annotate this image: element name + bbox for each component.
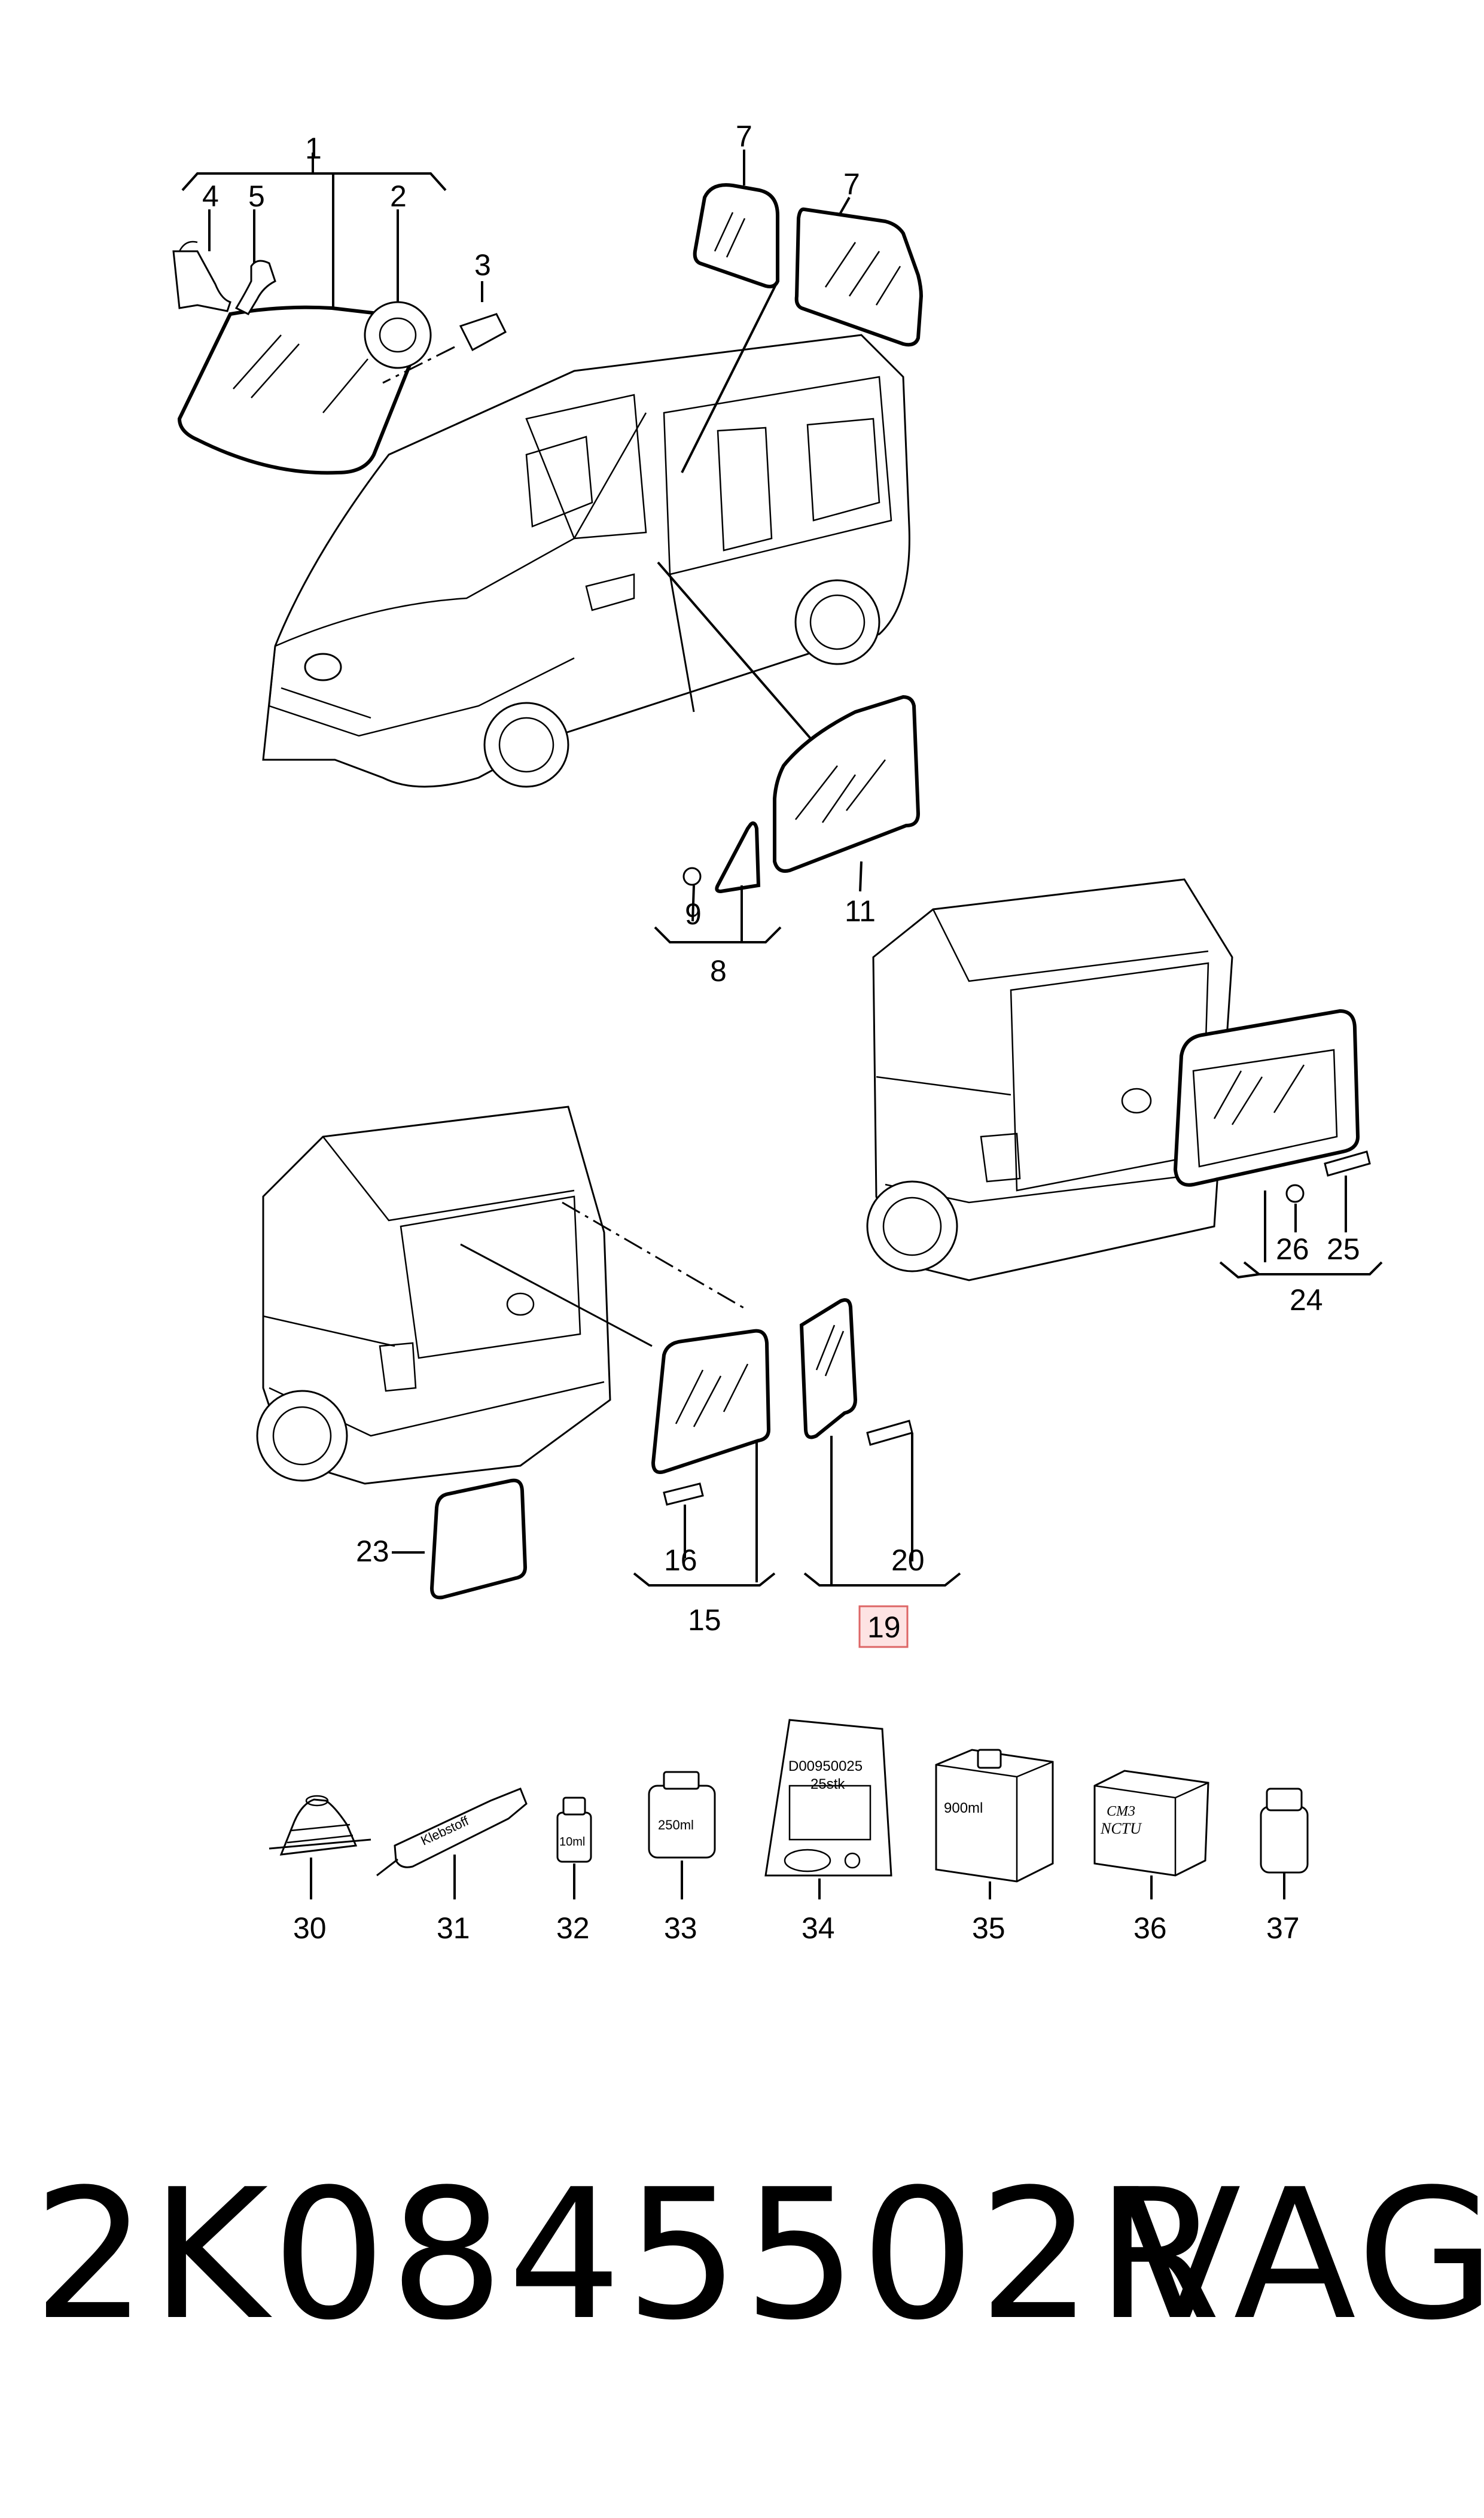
windscreen-glass xyxy=(177,305,424,475)
leader-7 xyxy=(681,281,779,473)
callout-36: 36 xyxy=(1133,1911,1167,1945)
side-window-23-glass xyxy=(429,1478,528,1600)
callout-15: 15 xyxy=(688,1603,721,1637)
bag-label-line2: 25stk xyxy=(810,1776,845,1792)
callout-19: 19 xyxy=(867,1610,901,1644)
clip-icon-26 xyxy=(1285,1184,1305,1203)
brand-label: VAG xyxy=(1119,2151,1484,2359)
bracket-19 xyxy=(803,1572,961,1587)
highlight-19 xyxy=(858,1605,909,1648)
spacer-16-icon xyxy=(663,1482,704,1506)
corner-glass xyxy=(715,821,761,894)
bracket-8 xyxy=(654,926,782,943)
callout-20: 20 xyxy=(891,1543,925,1577)
callout-35: 35 xyxy=(972,1911,1005,1945)
callout-7a: 7 xyxy=(736,120,752,153)
callout-32: 32 xyxy=(556,1911,590,1945)
rear-door-glass-left xyxy=(651,1329,771,1474)
box-small-label-line2: NCTU xyxy=(1100,1820,1142,1837)
rear-window-group xyxy=(1173,1009,1383,1279)
bracket-15 xyxy=(633,1572,776,1587)
can-label: 250ml xyxy=(658,1817,694,1832)
adhesive-tube-icon xyxy=(394,1788,528,1868)
callout-33: 33 xyxy=(664,1911,697,1945)
box-large-label: 900ml xyxy=(944,1800,983,1816)
rear-window-glass xyxy=(1173,1009,1360,1187)
van-rear-view-right xyxy=(866,878,1233,1281)
door-glass-group xyxy=(654,695,921,943)
callout-11: 11 xyxy=(845,894,876,928)
repair-kit-box-icon xyxy=(1093,1770,1209,1877)
rain-sensor-clip-icon xyxy=(234,260,276,315)
van-front-view xyxy=(262,334,910,788)
callout-1: 1 xyxy=(305,132,322,165)
callout-31: 31 xyxy=(437,1911,470,1945)
window-23-group xyxy=(392,1478,528,1600)
part-number: 2K0845502R xyxy=(33,2151,1225,2359)
callout-5: 5 xyxy=(248,179,265,213)
callout-8: 8 xyxy=(710,954,727,988)
bracket-24 xyxy=(1243,1261,1383,1275)
callout-9: 9 xyxy=(685,897,702,931)
small-bottle-label: 10ml xyxy=(559,1835,585,1849)
sensor-bracket-icon xyxy=(172,250,231,312)
humidity-sensor-icon xyxy=(459,313,507,352)
cleaner-box-icon xyxy=(935,1749,1054,1883)
callout-16: 16 xyxy=(664,1543,697,1577)
bag-label-line1: D00950025 xyxy=(788,1758,863,1774)
callout-3: 3 xyxy=(474,248,491,282)
callout-23: 23 xyxy=(356,1534,389,1568)
van-rear-view-left xyxy=(256,1106,748,1485)
callout-7b: 7 xyxy=(843,168,860,201)
clip-icon xyxy=(682,867,702,886)
windscreen-group xyxy=(172,153,507,475)
consumables-row xyxy=(269,1719,1309,1899)
callout-30: 30 xyxy=(293,1911,327,1945)
leader-11 xyxy=(657,561,815,743)
quarter-window-group xyxy=(693,150,924,347)
light-sensor-icon xyxy=(364,301,432,369)
callout-24: 24 xyxy=(1290,1283,1323,1317)
callout-2: 2 xyxy=(390,179,407,213)
callout-4: 4 xyxy=(202,179,219,213)
callout-37: 37 xyxy=(1266,1911,1300,1945)
callout-34: 34 xyxy=(802,1911,835,1945)
callout-25: 25 xyxy=(1327,1232,1360,1266)
quarter-window-right-glass xyxy=(794,207,924,347)
callout-26: 26 xyxy=(1276,1232,1309,1266)
spacer-25-icon xyxy=(1324,1150,1371,1177)
box-small-label-line1: CM3 xyxy=(1107,1804,1135,1819)
activator-bottle-icon xyxy=(1260,1805,1309,1874)
front-door-glass xyxy=(773,695,921,873)
fastener-bag-icon xyxy=(764,1719,892,1877)
rear-door-glass-group xyxy=(633,1298,961,1648)
spacer-20-icon xyxy=(866,1420,913,1446)
